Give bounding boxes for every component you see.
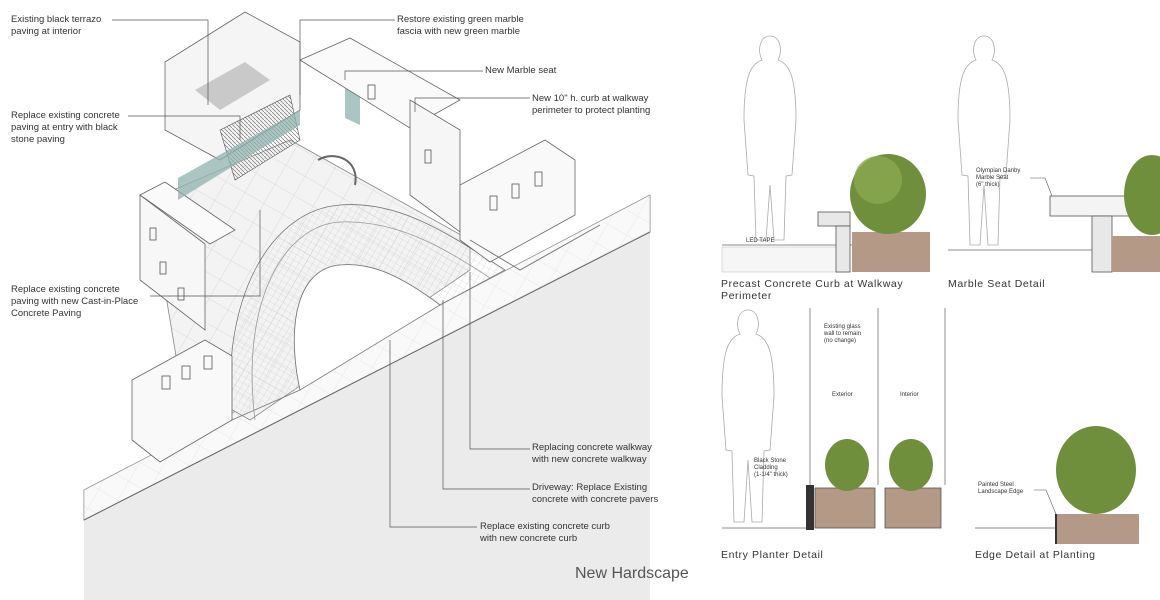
leader-line — [1034, 489, 1057, 515]
edge-detail — [975, 426, 1139, 544]
caption-marble-seat: Marble Seat Detail — [948, 278, 1046, 290]
window — [534, 171, 543, 187]
plant-shrub — [1124, 155, 1160, 235]
planter-soil — [1112, 236, 1160, 272]
plant-shrub — [854, 156, 902, 204]
callout-curb: Replace existing concrete curb with new … — [480, 521, 610, 544]
human-silhouette — [957, 35, 1011, 246]
planter-box — [884, 487, 942, 529]
left-wing-roof — [139, 181, 236, 245]
seat-support — [1091, 215, 1113, 273]
human-silhouette — [721, 309, 775, 523]
window — [177, 287, 185, 301]
curb-stem — [835, 225, 851, 273]
leader-lines — [112, 19, 530, 528]
window — [424, 149, 432, 164]
caption-edge-detail: Edge Detail at Planting — [975, 549, 1096, 561]
caption-entry-planter: Entry Planter Detail — [721, 549, 824, 561]
callout-terrazzo: Existing black terrazo paving at interio… — [11, 14, 102, 37]
callout-driveway: Driveway: Replace Existing concrete with… — [532, 482, 659, 505]
right-block — [459, 139, 576, 263]
precast-curb — [817, 211, 851, 227]
callout-cast-in-place: Replace existing concrete paving with ne… — [11, 284, 139, 319]
lower-wall — [131, 339, 233, 463]
green-marble-fascia — [178, 110, 300, 200]
marble-seat-detail — [948, 35, 1160, 273]
caption-precast-curb: Precast Concrete Curb at Walkway Perimet… — [721, 278, 904, 302]
window — [161, 375, 171, 390]
page-title: New Hardscape — [575, 565, 689, 582]
window — [511, 183, 520, 199]
window — [367, 84, 376, 100]
note-interior: Interior — [900, 392, 919, 398]
window — [203, 355, 213, 370]
marble-seat — [317, 155, 357, 186]
window — [181, 365, 191, 380]
entry-planter-detail — [721, 308, 946, 530]
driveway-curb-outer — [251, 221, 491, 421]
leader-line — [1030, 177, 1053, 197]
window — [489, 195, 498, 211]
curb-line — [83, 231, 651, 521]
entry-terrazzo-floor — [195, 62, 270, 110]
window — [159, 261, 167, 275]
note-led-tape: LED TAPE — [746, 238, 775, 244]
precast-curb-detail — [721, 35, 930, 273]
callout-marble-fascia: Restore existing green marble fascia wit… — [397, 14, 524, 37]
black-stone-cladding — [806, 485, 814, 530]
callout-marble-seat: New Marble seat — [485, 65, 557, 76]
plant-shrub — [1056, 426, 1136, 514]
note-glass-wall: Existing glass wall to remain (no change… — [824, 324, 862, 344]
callout-walkway: Replacing concrete walkway with new conc… — [532, 442, 652, 465]
planter-soil — [852, 232, 930, 272]
plant-shrub — [889, 439, 933, 491]
sidewalk-base — [84, 195, 650, 520]
note-black-stone-cladding: Black Stone Cladding (1-1/4" thick) — [754, 458, 788, 478]
note-steel-edge: Painted Steel Landscape Edge — [978, 482, 1024, 495]
right-wing-roof — [299, 37, 461, 129]
planter-box — [814, 487, 876, 529]
steel-edge — [1055, 514, 1057, 544]
subgrade — [721, 246, 851, 273]
human-silhouette — [743, 35, 797, 241]
window — [149, 227, 157, 241]
callout-black-stone: Replace existing concrete paving at entr… — [11, 110, 120, 145]
driveway-island — [293, 264, 441, 391]
planter-soil — [1057, 514, 1139, 544]
walkway-perimeter-curb — [469, 224, 601, 271]
callout-curb-walkway: New 10" h. curb at walkway perimeter to … — [532, 93, 651, 116]
street-surface — [84, 230, 650, 600]
plant-shrub — [825, 439, 869, 491]
note-marble-seat: Olympian Danby Marble Seat (6" thick) — [976, 168, 1021, 188]
note-exterior: Exterior — [832, 392, 853, 398]
